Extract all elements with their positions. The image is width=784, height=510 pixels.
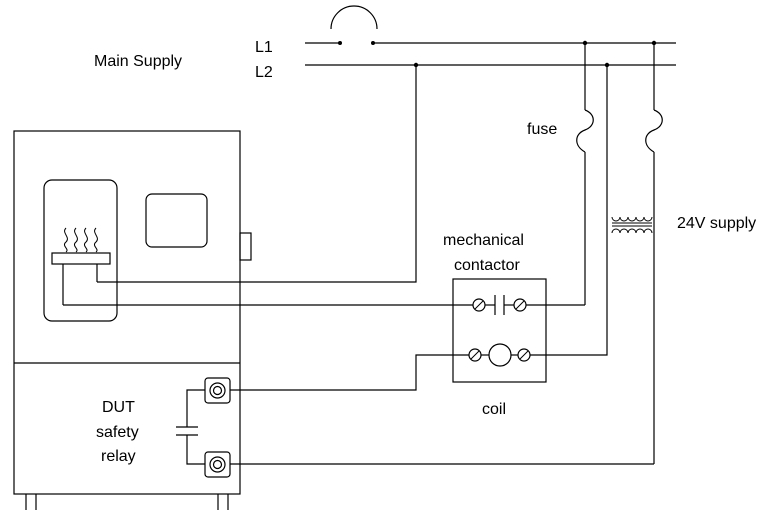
- main-supply-label: Main Supply: [94, 53, 182, 70]
- contactor-label: contactor: [454, 257, 520, 274]
- supply-24v-label: 24V supply: [677, 215, 756, 232]
- fuse-icon: [576, 43, 594, 305]
- main-breaker-arc: [330, 5, 378, 30]
- l2-label: L2: [255, 64, 273, 81]
- dut-label: DUT: [102, 399, 135, 416]
- mechanical-contactor: [452, 278, 547, 383]
- l1-label: L1: [255, 39, 273, 56]
- heat-waves-icon: [63, 227, 98, 253]
- mechanical-label: mechanical: [443, 232, 524, 249]
- transformer-icon: [611, 43, 663, 464]
- heater: [51, 252, 111, 305]
- wire-heater-to-l2: [97, 65, 417, 283]
- wire-coil-to-transformer: [530, 65, 608, 356]
- relay-label: relay: [101, 448, 136, 465]
- l1-line: [305, 41, 676, 45]
- wire-coil-to-relay: [230, 354, 469, 391]
- chamber: [13, 130, 252, 510]
- fuse-label: fuse: [527, 121, 557, 138]
- safety-label: safety: [96, 424, 139, 441]
- dut-safety-relay: [176, 377, 231, 478]
- coil-label: coil: [482, 401, 506, 418]
